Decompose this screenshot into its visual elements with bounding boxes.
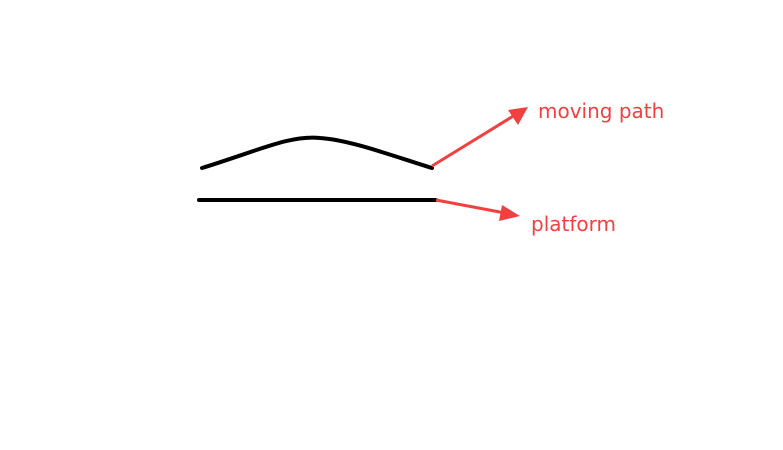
- platform-label: platform: [531, 212, 616, 236]
- moving-path-label: moving path: [538, 99, 665, 123]
- platform-arrow: [435, 198, 520, 221]
- moving-path-curve: [200, 135, 434, 170]
- moving-path-arrow: [431, 107, 528, 168]
